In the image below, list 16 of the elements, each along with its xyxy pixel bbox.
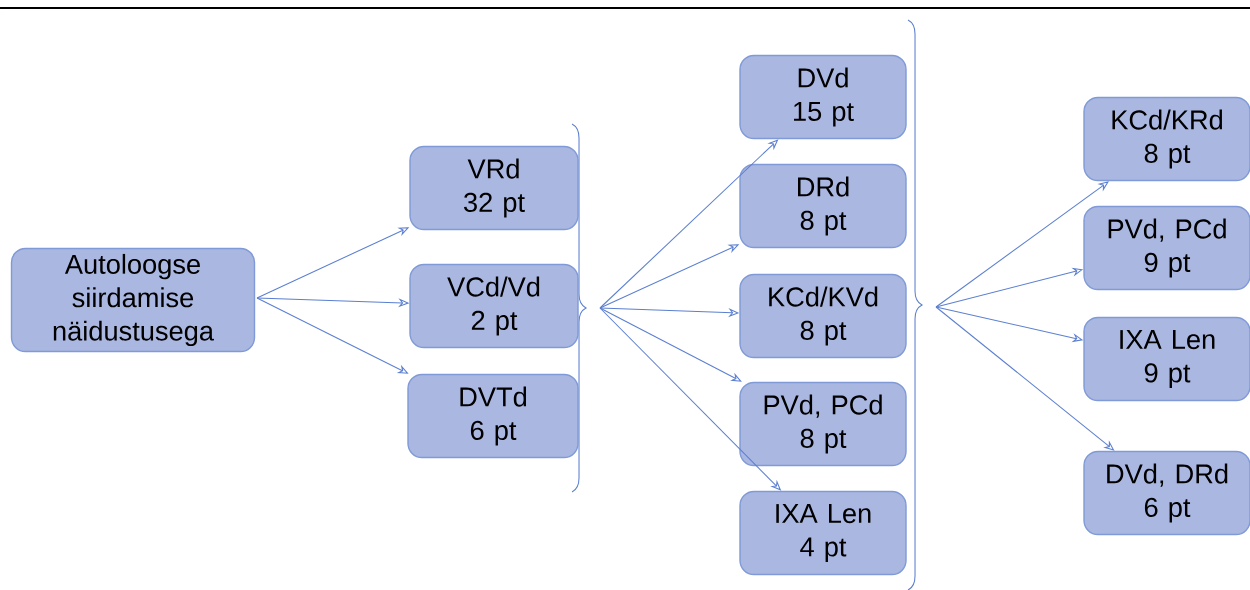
- arrow: [935, 306, 1115, 451]
- arrow: [935, 181, 1109, 308]
- process-box: DVTd 6 pt: [407, 373, 579, 459]
- process-box: IXA Len 9 pt: [1083, 316, 1250, 402]
- process-box: DRd 8 pt: [739, 163, 907, 249]
- process-box: DVd 15 pt: [739, 54, 907, 140]
- process-box: KCd/KVd 8 pt: [739, 273, 907, 359]
- process-box: DVd, DRd 6 pt: [1083, 450, 1250, 536]
- process-box: PVd, PCd 9 pt: [1083, 205, 1250, 291]
- process-box: KCd/KRd 8 pt: [1083, 96, 1250, 182]
- process-box: PVd, PCd 8 pt: [739, 381, 907, 467]
- process-box: IXA Len 4 pt: [739, 490, 907, 576]
- process-box: VRd 32 pt: [409, 145, 579, 231]
- process-box: VCd/Vd 2 pt: [409, 263, 579, 349]
- arrow: [599, 307, 742, 382]
- process-box: Autoloogse siirdamise näidustusega: [10, 247, 256, 353]
